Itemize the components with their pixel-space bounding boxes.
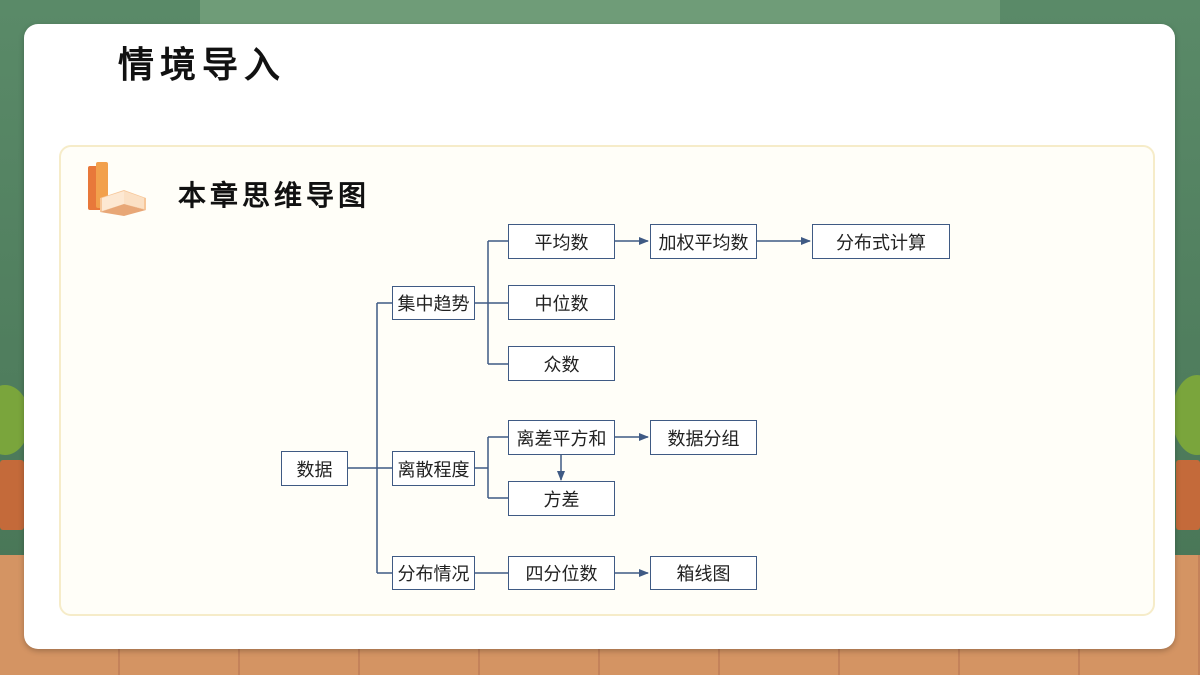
connector-root-branches bbox=[348, 302, 392, 574]
pot-right bbox=[1176, 460, 1200, 530]
background-board bbox=[200, 0, 1000, 26]
connector-central-tendency bbox=[475, 240, 508, 365]
page-title: 情境导入 bbox=[118, 44, 287, 86]
connector-dispersion bbox=[475, 436, 508, 499]
node-data-grouping: 数据分组 bbox=[650, 420, 757, 455]
node-distribution-calc: 分布式计算 bbox=[812, 224, 950, 259]
node-root-data: 数据 bbox=[281, 451, 348, 486]
node-mean: 平均数 bbox=[508, 224, 615, 259]
node-sum-sq-dev: 离差平方和 bbox=[508, 420, 615, 455]
node-variance: 方差 bbox=[508, 481, 615, 516]
section-title: 本章思维导图 bbox=[178, 179, 371, 212]
book-icon bbox=[88, 162, 146, 216]
node-quartile: 四分位数 bbox=[508, 556, 615, 590]
node-weighted-mean: 加权平均数 bbox=[650, 224, 757, 259]
node-mode: 众数 bbox=[508, 346, 615, 381]
pot-left bbox=[0, 460, 24, 530]
node-box-plot: 箱线图 bbox=[650, 556, 757, 590]
node-median: 中位数 bbox=[508, 285, 615, 320]
node-central-tendency: 集中趋势 bbox=[392, 286, 475, 320]
node-distribution: 分布情况 bbox=[392, 556, 475, 590]
node-dispersion: 离散程度 bbox=[392, 451, 475, 486]
